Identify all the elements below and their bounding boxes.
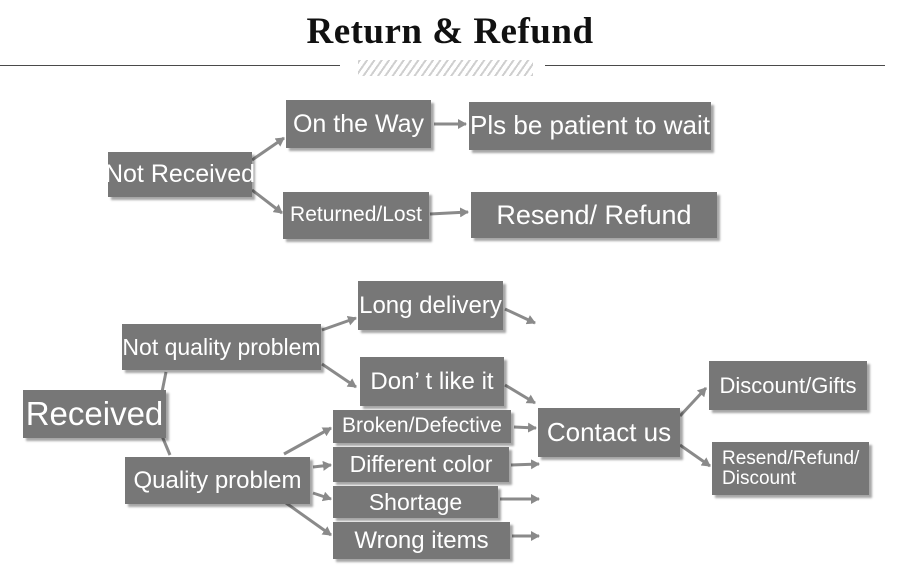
arrow-diffcolor-out xyxy=(510,459,540,470)
node-contact-us: Contact us xyxy=(538,408,680,457)
node-discount-gifts: Discount/Gifts xyxy=(709,361,867,410)
arrow-contact-discount xyxy=(678,386,708,418)
arrow-long-out xyxy=(504,307,536,325)
title-rule-left xyxy=(0,65,340,66)
node-dont-like-it: Don’ t like it xyxy=(360,357,504,406)
page-title: Return & Refund xyxy=(306,11,594,52)
arrow-quality-broken xyxy=(283,426,332,456)
node-received: Received xyxy=(23,390,166,438)
node-long-delivery: Long delivery xyxy=(358,281,503,330)
arrow-notquality-long xyxy=(321,315,357,332)
arrow-contact-resend xyxy=(679,443,711,468)
node-not-received: Not Received xyxy=(105,152,255,197)
node-shortage: Shortage xyxy=(333,486,498,518)
node-quality-problem: Quality problem xyxy=(125,457,310,504)
node-wrong-items: Wrong items xyxy=(333,522,510,559)
node-resend-refund-discount: Resend/Refund/ Discount xyxy=(712,442,869,495)
title-rule-right xyxy=(545,65,885,66)
arrow-dontlike-contact xyxy=(504,383,536,405)
node-returned-lost: Returned/Lost xyxy=(283,192,429,239)
arrow-notquality-dontlike xyxy=(321,362,357,389)
arrow-quality-shortage xyxy=(312,491,332,502)
arrow-returned-resend xyxy=(429,207,469,218)
node-broken-defective: Broken/Defective xyxy=(333,410,511,443)
arrow-quality-wrong xyxy=(285,501,332,537)
arrow-quality-diffcolor xyxy=(312,460,332,471)
arrow-notreceived-ontheway xyxy=(251,136,285,162)
node-pls-be-patient: Pls be patient to wait xyxy=(469,102,711,150)
line-received-quality xyxy=(160,435,172,456)
arrow-broken-contact xyxy=(513,422,537,433)
arrow-notreceived-returned xyxy=(251,188,283,215)
node-not-quality-problem: Not quality problem xyxy=(122,324,321,370)
line-received-notquality xyxy=(160,371,168,393)
node-resend-refund: Resend/ Refund xyxy=(471,192,717,238)
node-on-the-way: On the Way xyxy=(286,100,431,148)
title-hatch-decoration xyxy=(358,60,533,76)
node-different-color: Different color xyxy=(333,447,509,482)
